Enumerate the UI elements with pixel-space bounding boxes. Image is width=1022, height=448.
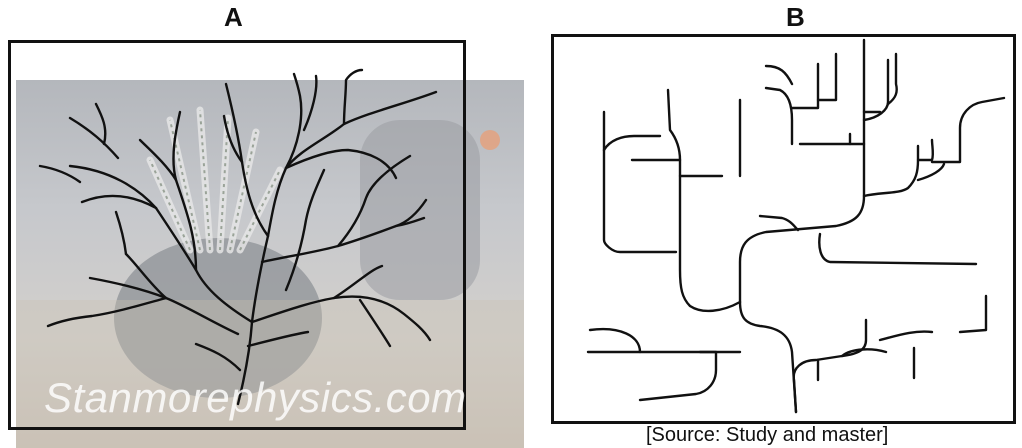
panel-b-label: B bbox=[786, 2, 805, 33]
watermark: Stanmorephysics.com bbox=[44, 374, 467, 422]
panel-a-label: A bbox=[224, 2, 243, 33]
source-caption: [Source: Study and master] bbox=[646, 424, 888, 447]
